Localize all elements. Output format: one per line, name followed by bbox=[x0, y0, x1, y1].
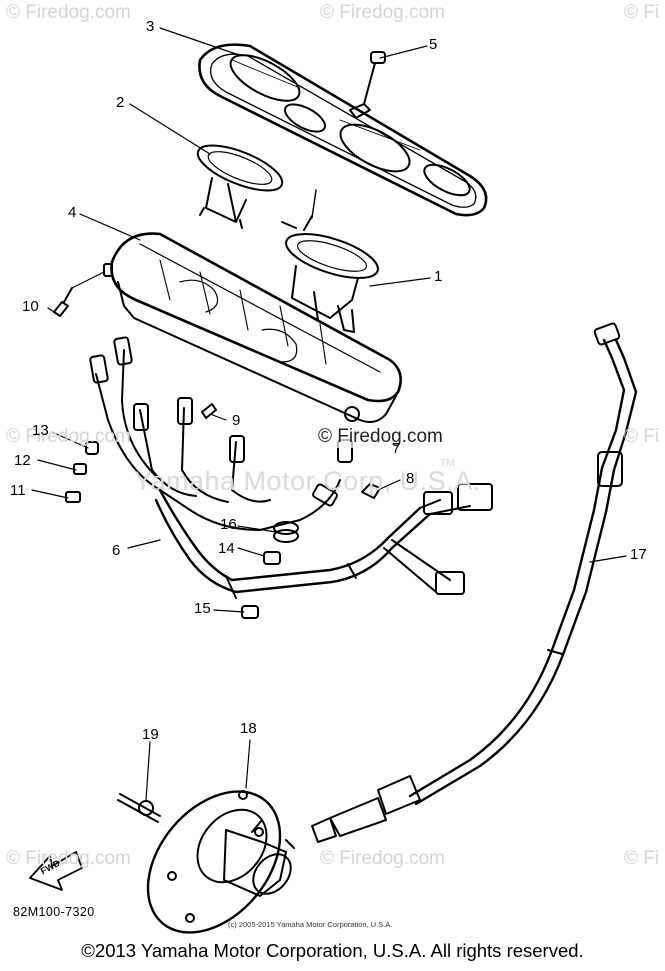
callout-12: 12 bbox=[14, 452, 31, 469]
callout-8: 8 bbox=[406, 470, 415, 487]
screw-10-part bbox=[53, 271, 105, 317]
callout-19: 19 bbox=[142, 726, 159, 743]
callout-4: 4 bbox=[68, 204, 77, 221]
grommet-parts bbox=[241, 521, 299, 619]
watermark-top-left: © Firedog.com bbox=[6, 2, 131, 23]
fwd-arrow-icon bbox=[29, 851, 83, 891]
callout-7: 7 bbox=[392, 440, 401, 457]
callout-5: 5 bbox=[429, 36, 438, 53]
callout-14: 14 bbox=[218, 540, 235, 557]
gear-unit-part bbox=[146, 790, 295, 934]
watermark-mid-center: © Firedog.com bbox=[316, 426, 445, 448]
watermark-bottom-center: © Firedog.com bbox=[320, 848, 445, 869]
callout-13: 13 bbox=[32, 422, 49, 439]
callout-18: 18 bbox=[240, 720, 257, 737]
watermark-mid-right: © Fi bbox=[624, 426, 660, 447]
callout-2: 2 bbox=[116, 94, 125, 111]
pin-19-part bbox=[117, 793, 161, 823]
callout-15: 15 bbox=[194, 600, 211, 617]
callout-1: 1 bbox=[434, 268, 443, 285]
wire-harness-part bbox=[89, 336, 493, 599]
callout-11: 11 bbox=[10, 482, 26, 499]
watermark-bottom-right: © Fi bbox=[624, 848, 660, 869]
watermark-top-right: © Fi bbox=[624, 2, 660, 23]
screw-8-part bbox=[361, 483, 381, 499]
callout-17: 17 bbox=[630, 546, 647, 563]
watermark-top-center: © Firedog.com bbox=[320, 2, 445, 23]
watermark-company: Yamaha Motor Corp, U.S.A. bbox=[134, 466, 481, 496]
cover-clip-part bbox=[349, 51, 386, 119]
screw-9-part bbox=[201, 403, 217, 419]
small-copyright: (c) 2005-2015 Yamaha Motor Corporation, … bbox=[228, 920, 393, 929]
callout-6: 6 bbox=[112, 542, 121, 559]
callout-10: 10 bbox=[22, 298, 39, 315]
watermark-tm: TM bbox=[440, 458, 455, 469]
diagram-code: 82M100-7320 bbox=[13, 905, 95, 919]
meter-cover-part bbox=[198, 43, 488, 217]
callout-9: 9 bbox=[232, 412, 241, 429]
watermark-mid-left: © Firedog.com bbox=[6, 426, 131, 447]
watermark-bottom-left: © Firedog.com bbox=[6, 848, 131, 869]
leader-lines bbox=[31, 27, 627, 801]
tachometer-part bbox=[196, 144, 284, 229]
speedometer-part bbox=[281, 189, 379, 333]
callout-3: 3 bbox=[146, 18, 155, 35]
copyright-notice: ©2013 Yamaha Motor Corporation, U.S.A. A… bbox=[81, 940, 584, 961]
meter-case-part bbox=[103, 232, 402, 423]
bulb-parts bbox=[65, 441, 99, 503]
speedometer-cable-part bbox=[311, 322, 638, 843]
callout-16: 16 bbox=[220, 516, 237, 533]
